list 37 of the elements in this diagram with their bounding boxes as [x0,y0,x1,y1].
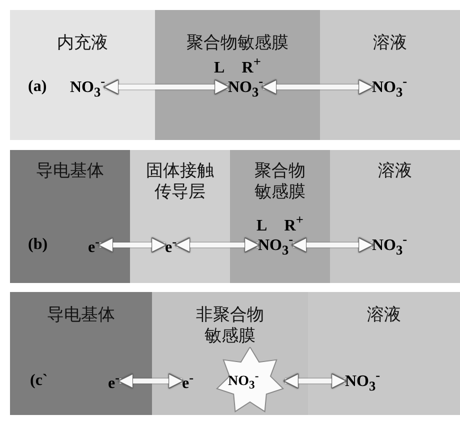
ion-label: e$^{-}$ [88,232,100,258]
region-band [320,10,460,140]
panel-label: (a) [28,78,47,96]
panel-label: (c` [30,372,48,390]
molecule-label: L R$^{+}$ [256,212,304,236]
region-heading: 内充液 [56,32,109,53]
region-heading: 聚合物敏感膜 [186,32,290,53]
double-arrow [117,372,184,390]
region-heading: 溶液 [377,160,413,181]
ion-label: e$^{-}$ [182,368,194,394]
region-heading: 溶液 [366,304,402,325]
region-band [130,150,230,283]
double-arrow [174,236,260,254]
molecule-label: L R$^{+}$ [213,54,262,78]
region-band [330,150,460,283]
region-band [308,292,460,415]
region-band [155,10,320,140]
region-band [230,150,330,283]
double-arrow [282,372,348,390]
region-band [10,292,152,415]
region-band [10,10,155,140]
double-arrow [97,236,168,254]
region-heading: 导电基体 [46,304,116,325]
region-heading: 导电基体 [35,160,105,181]
ion-label: e$^{-}$ [108,368,120,394]
star-shape [215,347,285,415]
region-heading: 非聚合物敏感膜 [195,304,265,346]
region-band [10,150,130,283]
region-band [152,292,308,415]
double-arrow [103,78,230,96]
double-arrow [261,78,374,96]
double-arrow [291,236,374,254]
ion-label: e$^{-}$ [165,232,177,258]
region-heading: 聚合物敏感膜 [254,160,306,202]
region-heading: 固体接触传导层 [145,160,215,202]
region-heading: 溶液 [372,32,408,53]
panel-label: (b) [28,236,48,254]
